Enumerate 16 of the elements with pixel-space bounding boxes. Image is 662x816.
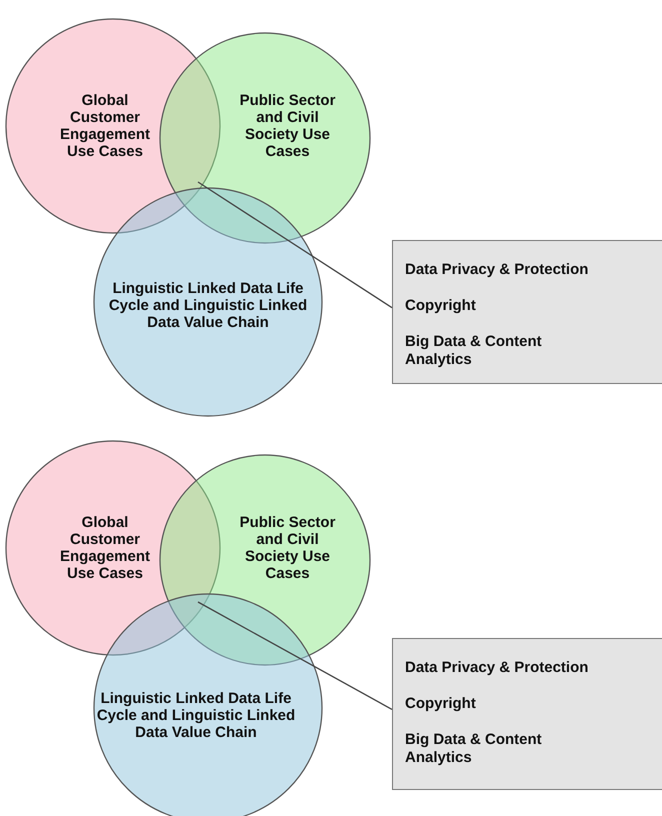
- note-box: [392, 240, 662, 384]
- note-text: Data Privacy & Protection: [405, 659, 590, 677]
- circle-label: Global Customer Engagement Use Cases: [58, 92, 151, 160]
- note-text: Big Data & Content Analytics: [405, 333, 543, 369]
- note-text: Copyright: [405, 695, 477, 713]
- note-text: Big Data & Content Analytics: [405, 731, 543, 767]
- note-box: [392, 638, 662, 790]
- circle-label: Global Customer Engagement Use Cases: [58, 514, 151, 582]
- circle-label: Public Sector and Civil Society Use Cases: [238, 92, 336, 160]
- circle-label: Public Sector and Civil Society Use Cases: [238, 514, 336, 582]
- circle-label: Linguistic Linked Data Life Cycle and Linguistic Linked Data Value Chain: [108, 280, 308, 331]
- circle-label: Linguistic Linked Data Life Cycle and Linguistic Linked Data Value Chain: [96, 690, 296, 741]
- note-text: Data Privacy & Protection: [405, 261, 590, 279]
- note-text: Copyright: [405, 297, 477, 315]
- leader-line: [198, 601, 392, 710]
- leader-line: [198, 181, 392, 308]
